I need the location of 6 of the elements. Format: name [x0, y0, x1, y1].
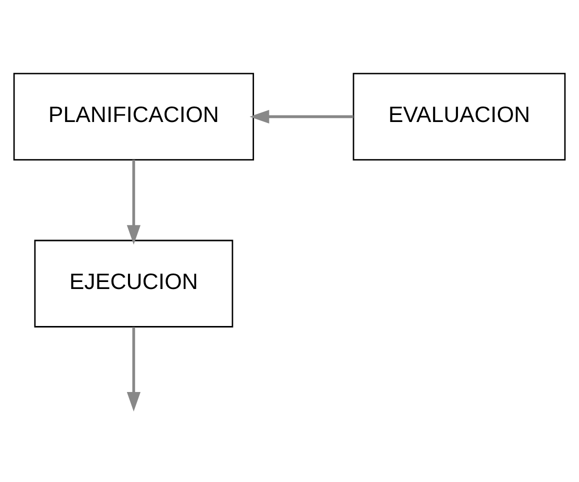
arrow — [250, 110, 354, 124]
arrow — [126, 327, 141, 412]
node-box: EJECUCION — [34, 240, 234, 328]
arrow — [126, 160, 141, 245]
node-box: PLANIFICACION — [13, 72, 254, 160]
node-box: EVALUACION — [352, 72, 566, 160]
